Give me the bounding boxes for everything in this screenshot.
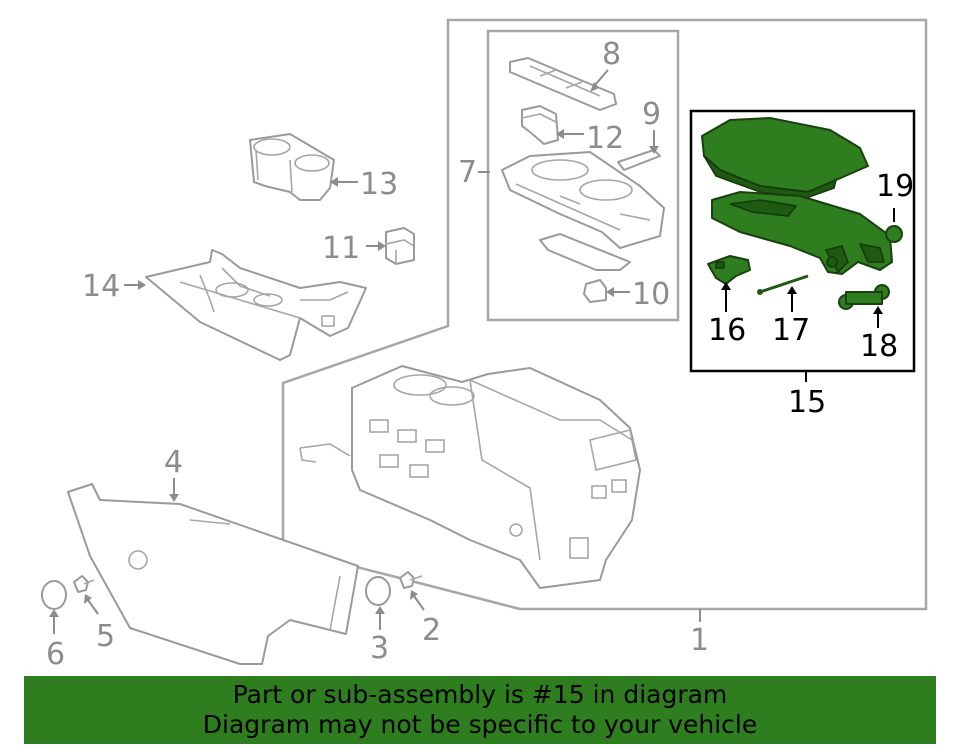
label-part-18: 18: [860, 329, 898, 364]
label-part-5: 5: [96, 619, 115, 654]
pin-17: [757, 274, 809, 295]
bushing-18: [838, 284, 890, 310]
assembly-15-boundary: [689, 109, 916, 373]
side-panel-4: [67, 483, 359, 665]
bracket-12: [521, 105, 559, 145]
cup-holder-insert-13: [249, 133, 335, 201]
latch-16: [707, 255, 751, 285]
armrest-base-15: [711, 191, 893, 275]
label-part-17: 17: [772, 313, 810, 348]
label-part-14: 14: [82, 269, 120, 304]
switch-11: [385, 227, 415, 265]
label-part-19: 19: [876, 169, 914, 204]
armrest-lid-15: [701, 117, 869, 199]
screw-5: [73, 575, 95, 593]
info-banner: Part or sub-assembly is #15 in diagram D…: [24, 676, 936, 744]
label-part-6: 6: [46, 637, 65, 672]
console-body-1: [299, 365, 641, 589]
plug-3: [365, 576, 391, 606]
console-panel-7: [501, 151, 665, 249]
label-part-2: 2: [422, 613, 441, 648]
label-part-12: 12: [586, 121, 624, 156]
label-part-8: 8: [602, 37, 621, 72]
clip-19: [885, 225, 903, 243]
label-part-4: 4: [164, 445, 183, 480]
leader-lines: [49, 69, 895, 634]
screw-2: [399, 571, 423, 589]
label-part-1: 1: [690, 623, 709, 658]
trim-strip-9: [617, 149, 661, 171]
label-part-3: 3: [370, 631, 389, 666]
plug-6: [41, 580, 67, 610]
banner-line-1: Part or sub-assembly is #15 in diagram: [232, 680, 728, 709]
assembly-7-boundary: [486, 29, 680, 322]
label-part-16: 16: [708, 313, 746, 348]
panel-trim-8: [509, 57, 617, 111]
console-tray-14: [145, 249, 367, 361]
label-part-15: 15: [788, 385, 826, 420]
trim-10: [539, 233, 631, 303]
label-part-11: 11: [322, 231, 360, 266]
banner-line-2: Diagram may not be specific to your vehi…: [202, 710, 758, 739]
label-part-9: 9: [642, 97, 661, 132]
label-part-10: 10: [632, 277, 670, 312]
label-part-7: 7: [458, 155, 477, 190]
label-part-13: 13: [360, 167, 398, 202]
